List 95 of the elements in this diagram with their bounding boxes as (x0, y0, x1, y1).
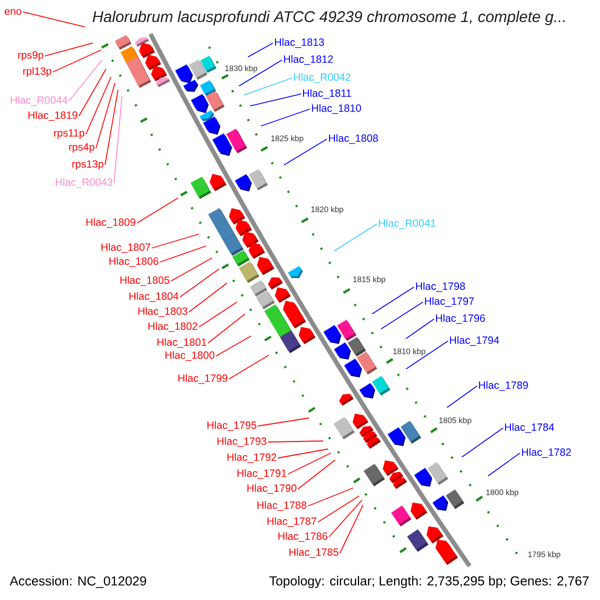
leader-line (152, 234, 200, 248)
leader-line (406, 318, 434, 340)
leader-line (462, 428, 504, 458)
leader-line (260, 108, 310, 126)
gene-label: Hlac_1819 (28, 111, 78, 121)
leader-line (86, 76, 112, 134)
leader-line (380, 302, 424, 330)
leader-line (104, 90, 118, 166)
scale-label: 1825 kbp (271, 135, 304, 143)
leader-line (208, 314, 246, 344)
leader-line (488, 452, 520, 476)
leader-line (258, 418, 310, 426)
gene-label: Hlac_R0043 (56, 178, 112, 188)
leader-line (44, 42, 94, 56)
gene-label: Hlac_1804 (129, 292, 178, 302)
gene-label: eno (4, 9, 22, 15)
leader-line (318, 496, 360, 522)
gene-label: Hlac_1800 (165, 351, 214, 361)
gene-label: rpl13p (23, 67, 52, 77)
scale-label: 1800 kbp (486, 489, 518, 497)
leader-line (244, 78, 292, 96)
scale-label: 1795 kbp (528, 551, 560, 559)
footer-text: Topology: circular; Length: 2,735,295 bp; Genes: 2,767 (269, 576, 589, 588)
gene-label: Hlac_1807 (101, 243, 150, 253)
leader-line (328, 500, 362, 538)
gene-label: Hlac_R0044 (10, 96, 68, 106)
gene-label: Hlac_1793 (217, 437, 266, 447)
gene-label: Hlac_R0041 (379, 219, 436, 229)
leader-line (180, 268, 220, 298)
leader-line (288, 452, 332, 474)
leader-line (228, 354, 270, 380)
gene-label: Hlac_1803 (138, 307, 188, 317)
gene-label: Hlac_1812 (284, 55, 333, 65)
gene-label: Hlac_1790 (247, 484, 296, 494)
gene-label: Hlac_R0042 (294, 73, 350, 83)
scale-label: 1820 kbp (311, 206, 344, 214)
leader-line (78, 68, 106, 116)
leader-line (238, 60, 282, 86)
leader-line (334, 224, 378, 252)
gene-label: Hlac_1801 (157, 338, 206, 348)
leader-line (268, 440, 324, 442)
leader-line (170, 258, 212, 282)
gene-label: Hlac_1810 (312, 104, 361, 114)
leader-line (136, 198, 178, 224)
gene-label: rps13p (72, 160, 104, 170)
leader-line (188, 282, 228, 312)
leader-line (160, 246, 206, 262)
gene-label: Hlac_1789 (479, 381, 528, 391)
gene-label: Hlac_1813 (275, 38, 324, 48)
gene-label: Hlac_1786 (278, 532, 328, 542)
leader-line (298, 460, 336, 490)
gene-label: Hlac_1785 (289, 548, 338, 558)
leader-line (22, 12, 86, 28)
leader-line (250, 94, 302, 106)
gene-label: Hlac_1796 (436, 314, 485, 324)
gene-label: Hlac_1798 (416, 282, 465, 292)
leader-line (284, 138, 328, 166)
leader-line (68, 60, 102, 102)
scale-label: 1810 kbp (393, 348, 426, 356)
leader-line (308, 488, 354, 506)
gene-label: Hlac_1799 (178, 374, 228, 384)
gene-label: Hlac_1782 (522, 448, 571, 458)
gene-label: Hlac_1791 (237, 469, 286, 479)
leader-line (96, 82, 116, 148)
gene-label: rps11p (54, 129, 84, 139)
diagram-title: Halorubrum lacusprofundi ATCC 49239 chromosome 1, complete g... (92, 10, 565, 26)
leader-line (216, 336, 252, 356)
leader-line (52, 50, 102, 72)
gene-label: Hlac_1808 (329, 134, 378, 144)
leader-line (372, 286, 414, 314)
footer-text: Accession: NC_012029 (10, 576, 146, 588)
gene-label: Hlac_1792 (227, 453, 276, 463)
scale-label: 1830 kbp (225, 65, 258, 73)
gene-label: Hlac_1802 (148, 322, 198, 332)
gene-label: Hlac_1784 (505, 423, 554, 433)
leader-line (248, 42, 274, 58)
scale-label: 1805 kbp (439, 417, 472, 425)
scale-label: 1815 kbp (353, 276, 386, 284)
leader-line (198, 302, 238, 328)
leader-line (406, 340, 448, 370)
gene-label: Hlac_1794 (450, 336, 500, 346)
gene-label: rps9p (18, 51, 44, 61)
gene-label: Hlac_1795 (207, 421, 256, 431)
leader-line (446, 386, 478, 408)
gene-label: Hlac_1806 (109, 257, 158, 267)
leader-line (340, 504, 364, 554)
gene-label: Hlac_1811 (303, 89, 352, 99)
leader-line (278, 448, 328, 458)
gene-label: Hlac_1797 (425, 297, 474, 307)
gene-label: Hlac_1787 (267, 517, 316, 527)
gene-label: Hlac_1805 (120, 276, 170, 286)
gene-label: rps4p (69, 143, 94, 153)
gene-label: Hlac_1809 (86, 218, 136, 228)
leader-line (114, 96, 122, 184)
gene-label: Hlac_1788 (257, 501, 306, 511)
